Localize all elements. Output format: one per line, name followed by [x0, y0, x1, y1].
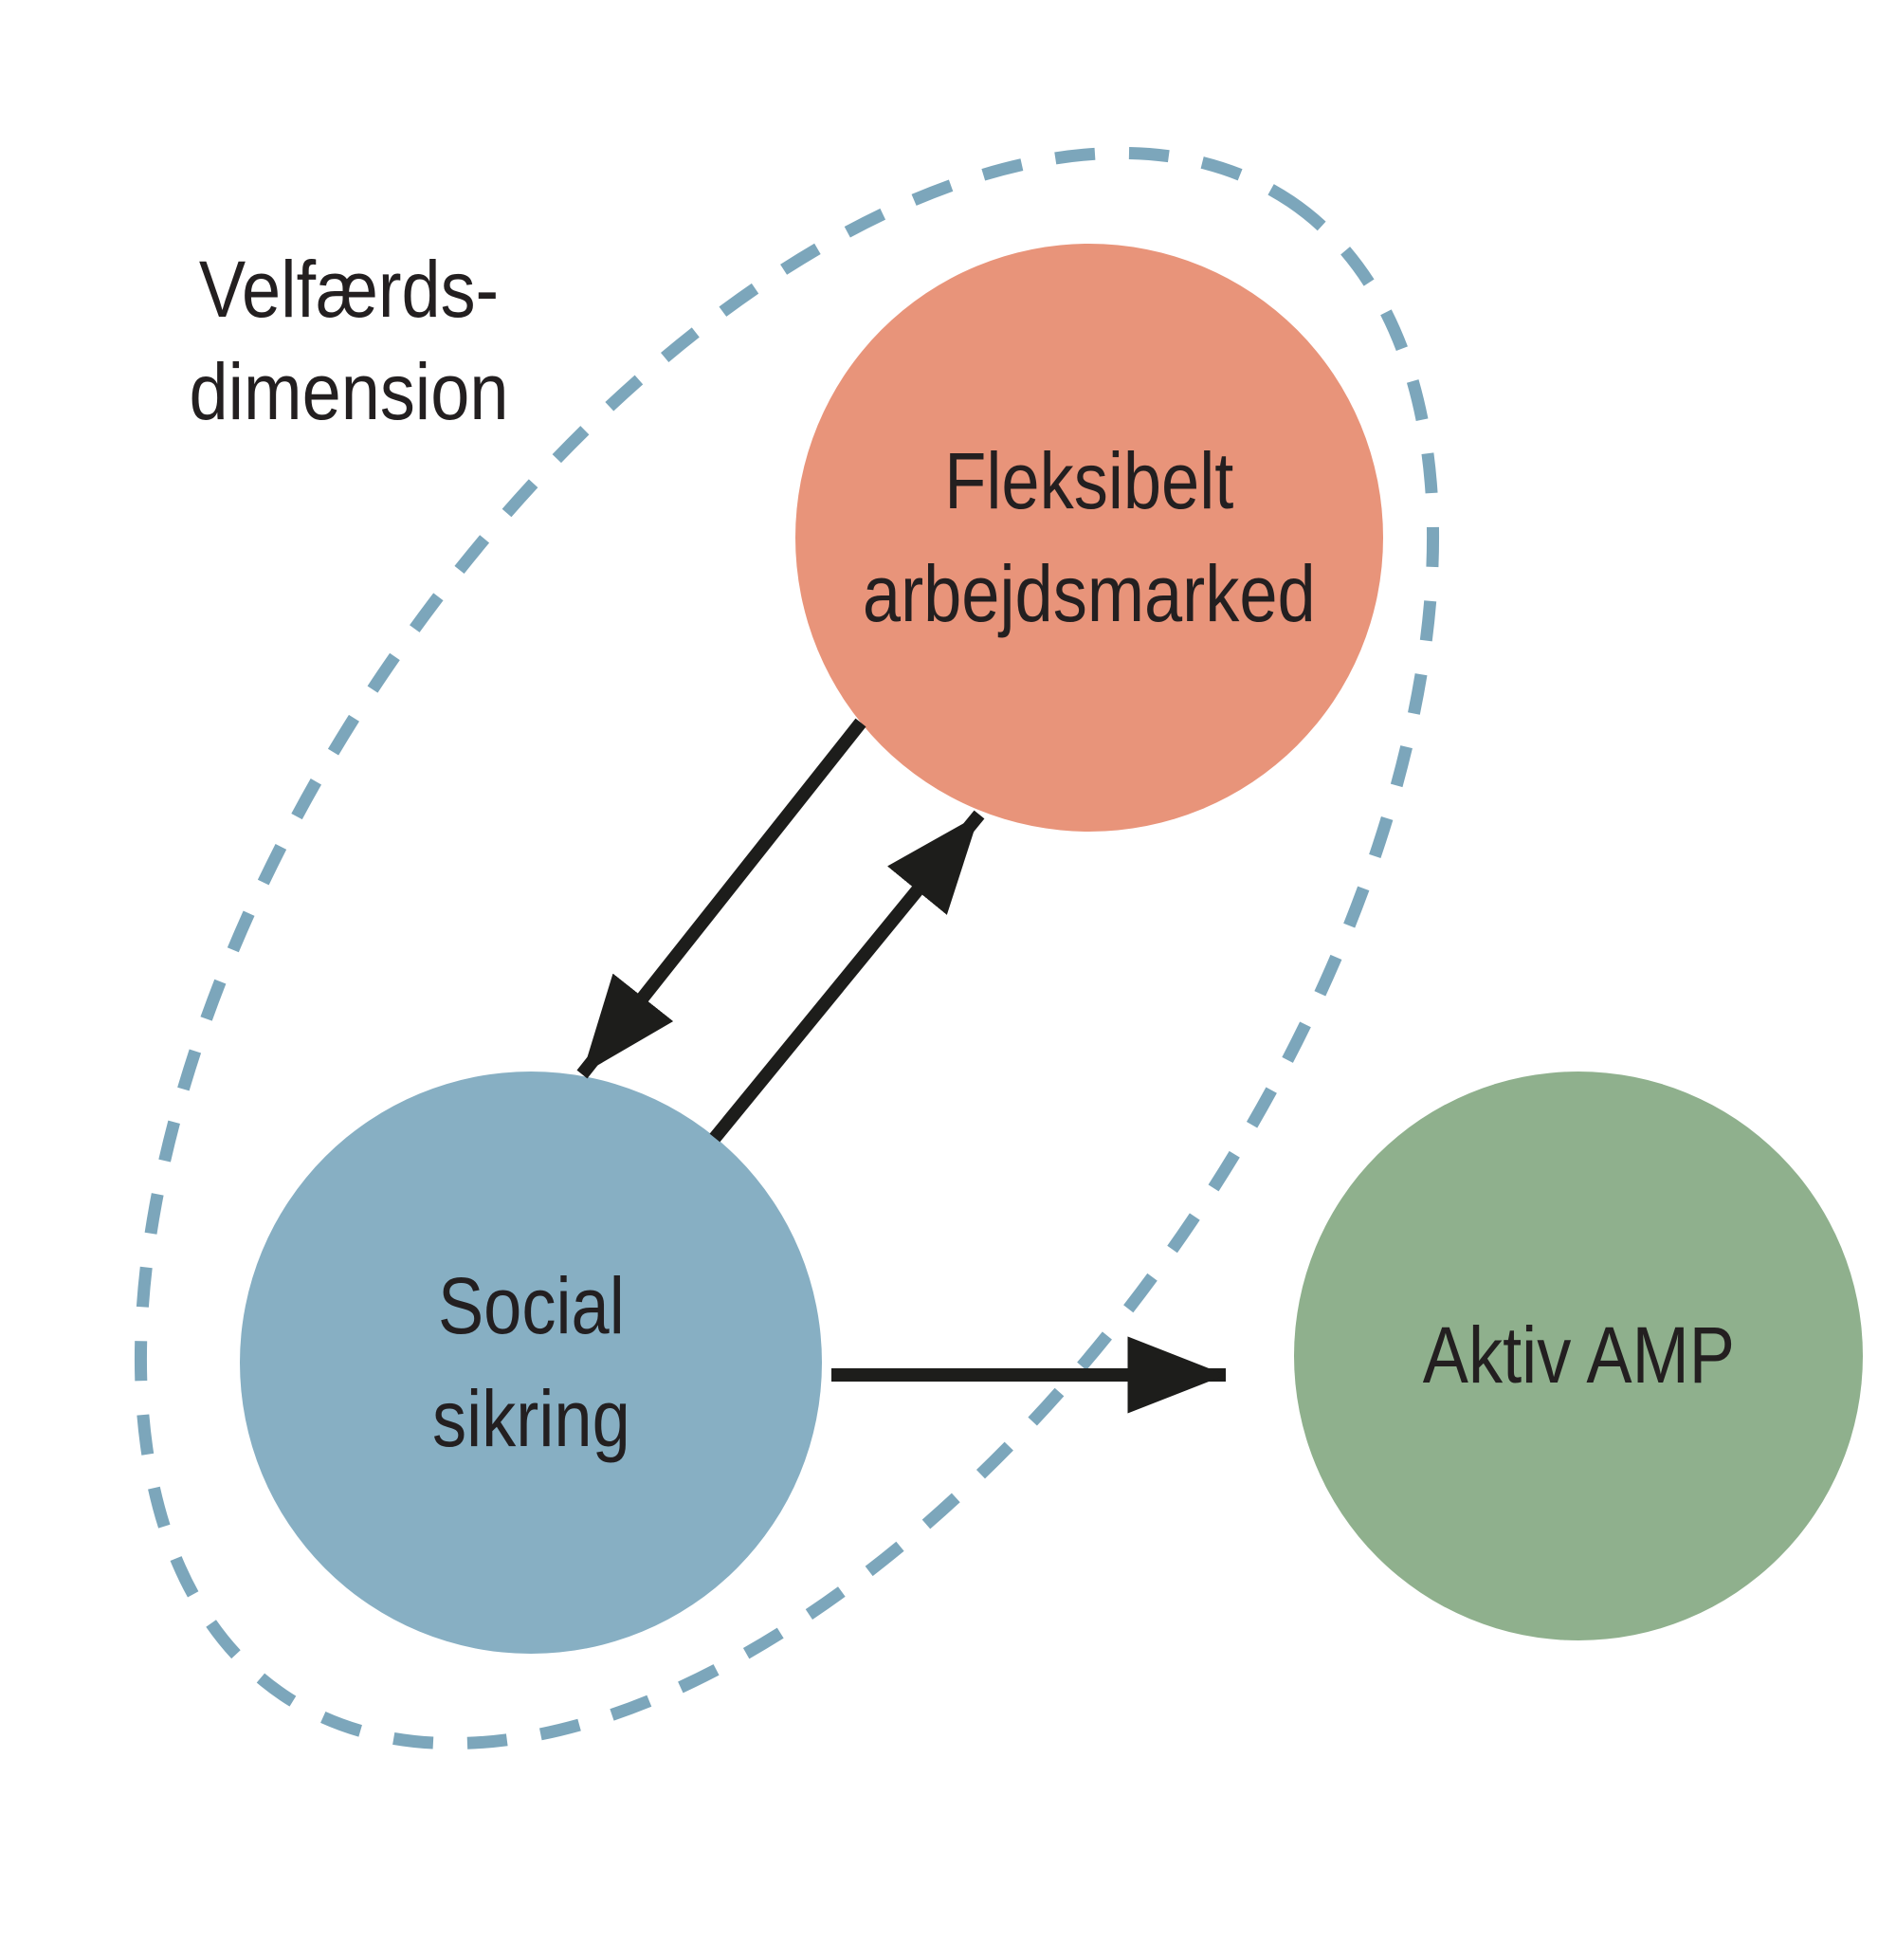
node-fleksibelt-arbejdsmarked: Fleksibelt arbejdsmarked [795, 244, 1383, 832]
node-label-line: Fleksibelt [944, 435, 1234, 525]
node-label-line: sikring [431, 1374, 630, 1463]
node-aktiv-amp: Aktiv AMP [1294, 1072, 1863, 1640]
welfare-dimension-label-line1: Velfærds- [198, 245, 500, 334]
node-label-line: Social [437, 1260, 625, 1350]
node-social-sikring-label: Social sikring [432, 1250, 630, 1476]
arrow-social-to-fleksibelt [709, 810, 985, 1143]
node-fleksibelt-arbejdsmarked-label: Fleksibelt arbejdsmarked [863, 425, 1316, 651]
arrow-fleksibelt-to-social [576, 718, 866, 1079]
welfare-dimension-dashed-ellipse [134, 146, 1440, 1750]
welfare-dimension-label-line2: dimension [189, 346, 509, 436]
node-social-sikring: Social sikring [240, 1072, 822, 1654]
welfare-dimension-label: Velfærds- dimension [132, 239, 566, 443]
node-label-line: arbejdsmarked [863, 549, 1316, 638]
node-aktiv-amp-label: Aktiv AMP [1422, 1299, 1734, 1412]
node-label-line: Aktiv AMP [1422, 1310, 1735, 1401]
